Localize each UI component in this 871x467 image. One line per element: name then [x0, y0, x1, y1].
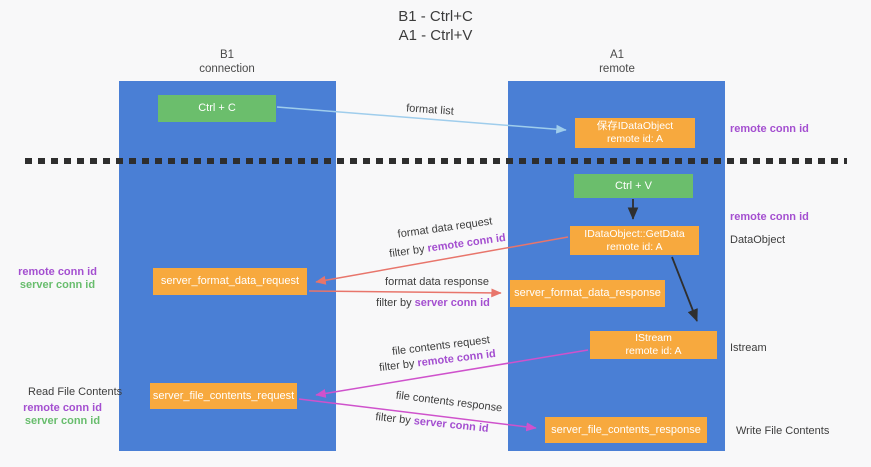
- filter-by-text: filter by: [376, 297, 415, 309]
- node-idataobject-getdata: IDataObject::GetData remote id: A: [570, 226, 699, 255]
- filter-by-text: filter by: [388, 242, 429, 261]
- remote-conn-id-text: remote conn id: [426, 231, 507, 255]
- lane-b1-role: connection: [199, 63, 255, 75]
- node-ctrl-c-label: Ctrl + C: [198, 102, 236, 114]
- filter-by-text: filter by: [374, 411, 415, 428]
- node-server-file-contents-request-label: server_file_contents_request: [152, 389, 295, 402]
- dashed-separator: [25, 158, 847, 164]
- node-server-file-contents-request: server_file_contents_request: [150, 383, 297, 409]
- node-ctrl-c: Ctrl + C: [158, 95, 276, 122]
- label-dataobject: DataObject: [730, 234, 786, 246]
- label-remote-conn-id-left-2: remote conn id: [23, 402, 102, 414]
- node-istream-line1: IStream: [635, 332, 672, 344]
- node-ctrl-v: Ctrl + V: [574, 174, 693, 198]
- diagram-title: B1 - Ctrl+C A1 - Ctrl+V: [0, 7, 871, 45]
- label-istream: Istream: [730, 342, 767, 354]
- node-save-idataobject-line2: remote id: A: [606, 133, 664, 145]
- node-server-file-contents-response-label: server_file_contents_response: [551, 423, 701, 436]
- node-server-format-data-response-label: server_format_data_response: [514, 287, 661, 299]
- arrow-label-filter-server-1: filter by server conn id: [348, 297, 518, 309]
- node-save-idataobject-line1: 保存IDataObject: [596, 120, 674, 132]
- node-ctrl-v-label: Ctrl + V: [615, 179, 652, 192]
- lane-header-a1: A1 remote: [550, 48, 684, 76]
- title-line-1: B1 - Ctrl+C: [398, 8, 473, 25]
- label-remote-conn-id-right-2: remote conn id: [730, 211, 809, 223]
- server-conn-id-text: server conn id: [414, 297, 490, 309]
- node-getdata-line1: IDataObject::GetData: [584, 227, 685, 240]
- arrow-label-format-list: format list: [405, 102, 455, 118]
- lane-a1-name: A1: [609, 49, 625, 61]
- label-write-file-contents: Write File Contents: [736, 425, 830, 437]
- node-save-idataobject: 保存IDataObject remote id: A: [575, 118, 695, 148]
- server-conn-id-text: server conn id: [413, 415, 490, 435]
- arrow-label-format-data-response: format data response: [385, 276, 489, 288]
- label-group-conn-ids-2: remote conn id server conn id: [0, 402, 125, 428]
- filter-by-text: filter by: [378, 357, 419, 375]
- title-line-2: A1 - Ctrl+V: [398, 27, 473, 44]
- label-group-conn-ids-1: remote conn id server conn id: [0, 266, 115, 292]
- node-server-file-contents-response: server_file_contents_response: [545, 417, 707, 443]
- label-remote-conn-id-right-1: remote conn id: [730, 123, 809, 135]
- node-server-format-data-response: server_format_data_response: [510, 280, 665, 307]
- node-istream: IStream remote id: A: [590, 331, 717, 359]
- label-server-conn-id-left-2: server conn id: [24, 415, 101, 427]
- node-getdata-line2: remote id: A: [606, 240, 663, 253]
- label-remote-conn-id-left-1: remote conn id: [18, 266, 97, 278]
- node-server-format-data-request-label: server_format_data_request: [160, 275, 300, 287]
- arrow-format-data-response: [308, 288, 502, 298]
- lane-a1-role: remote: [599, 63, 635, 75]
- lane-header-b1: B1 connection: [160, 48, 294, 76]
- label-server-conn-id-left-1: server conn id: [19, 279, 96, 291]
- lane-b1-name: B1: [219, 49, 235, 61]
- node-server-format-data-request: server_format_data_request: [153, 268, 307, 295]
- node-istream-line2: remote id: A: [625, 345, 682, 357]
- label-read-file-contents: Read File Contents: [28, 386, 123, 398]
